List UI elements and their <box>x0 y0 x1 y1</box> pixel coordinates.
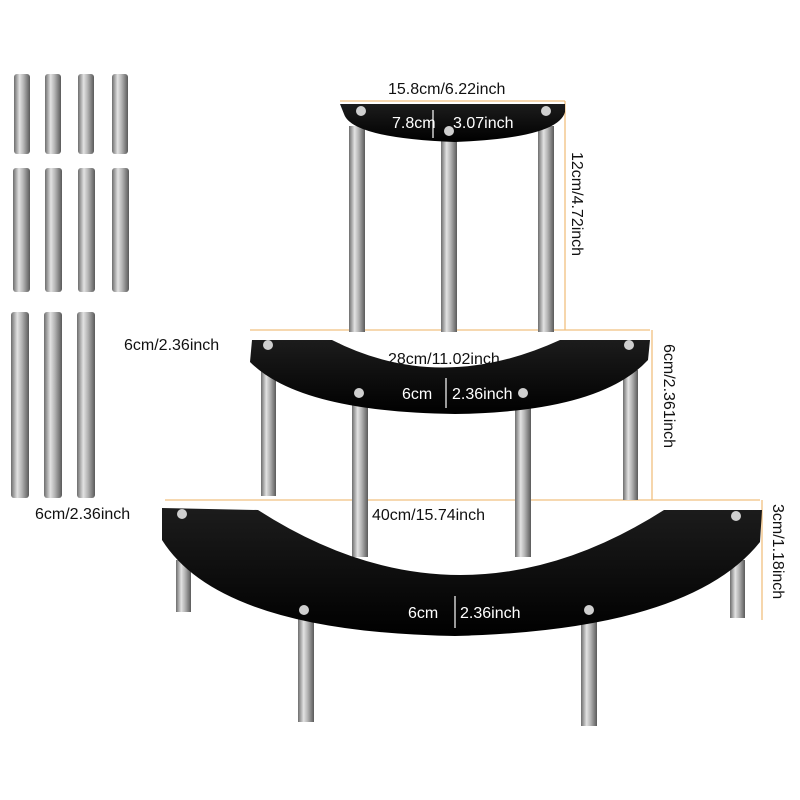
bottom-shelf <box>162 508 762 636</box>
top-shelf <box>340 104 565 142</box>
spare-rod <box>45 168 62 292</box>
spare-rod <box>78 74 94 154</box>
bottom-depth-label: 6cm/2.36inch <box>35 506 130 523</box>
spare-rod <box>11 312 29 498</box>
bottom-inner-inch-label: 2.36inch <box>460 605 521 622</box>
top-width-label: 15.8cm/6.22inch <box>388 81 505 98</box>
spare-rod <box>13 168 30 292</box>
bottom-width-label: 40cm/15.74inch <box>372 507 485 524</box>
spare-rod <box>78 168 95 292</box>
spare-rod <box>45 74 61 154</box>
top-tier-legs <box>349 126 554 332</box>
middle-height-label: 6cm/2.361inch <box>660 344 677 448</box>
middle-inner-label: 6cm <box>402 386 432 403</box>
top-inner-inch-label: 3.07inch <box>453 115 514 132</box>
bottom-tier-legs <box>176 560 745 726</box>
bottom-height-label: 3cm/1.18inch <box>769 504 786 599</box>
top-inner-label: 7.8cm <box>392 115 436 132</box>
spare-rod <box>14 74 30 154</box>
spare-rod <box>112 74 128 154</box>
spare-rods <box>11 74 129 498</box>
spare-rod <box>112 168 129 292</box>
middle-tier-legs <box>261 370 638 557</box>
spare-rod <box>77 312 95 498</box>
top-height-label: 12cm/4.72inch <box>568 152 585 256</box>
middle-shelf <box>250 340 650 414</box>
bottom-inner-label: 6cm <box>408 605 438 622</box>
middle-depth-label: 6cm/2.36inch <box>124 337 219 354</box>
spare-rod <box>44 312 62 498</box>
middle-width-label: 28cm/11.02inch <box>388 351 500 368</box>
middle-inner-inch-label: 2.36inch <box>452 386 513 403</box>
